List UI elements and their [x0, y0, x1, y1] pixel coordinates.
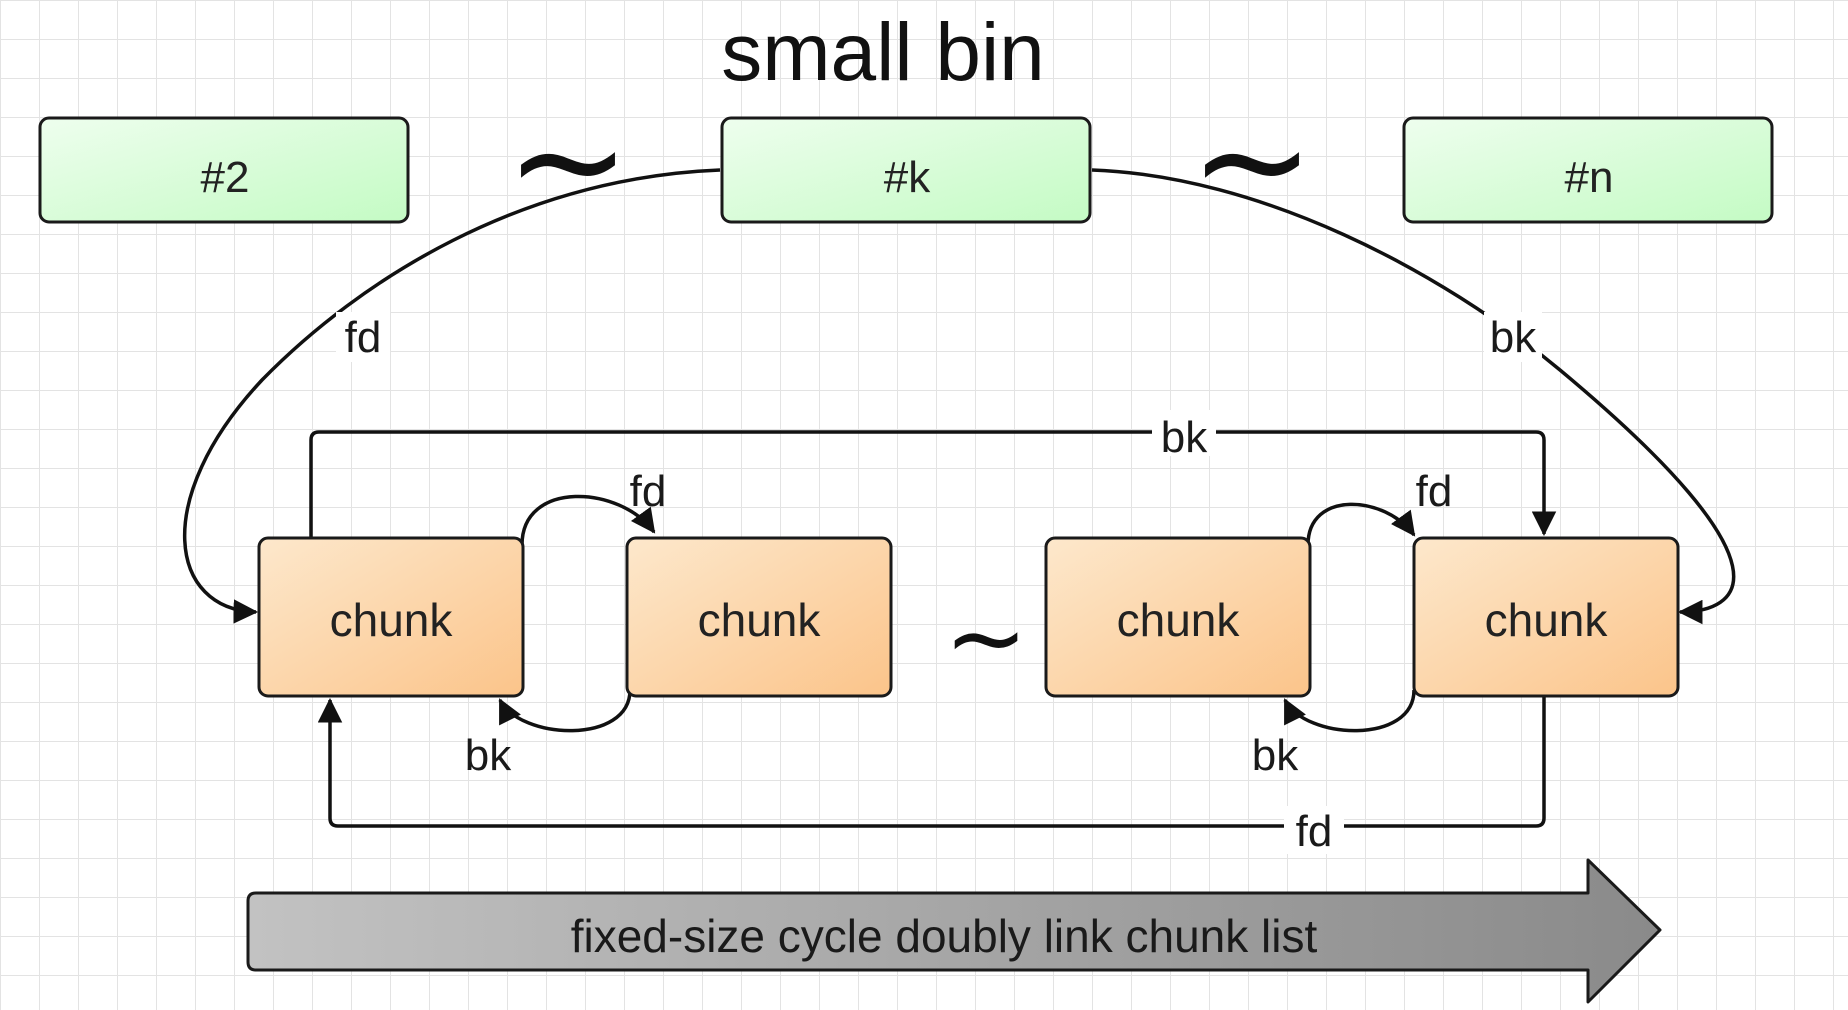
- ellipsis-tilde: ~: [505, 74, 631, 248]
- bin-fd-arrow: [183, 168, 721, 624]
- bin-box-k: #k: [720, 116, 1092, 224]
- chunk-box-1: chunk: [257, 536, 525, 698]
- ellipsis-tilde: ~: [944, 579, 1028, 696]
- chunk-label: chunk: [1485, 594, 1609, 646]
- c4-c3-bk-label: bk: [1252, 731, 1299, 780]
- c2-c1-bk-arrow: [498, 689, 632, 733]
- list-direction-banner: fixed-size cycle doubly link chunk list: [246, 858, 1662, 1004]
- c3-c4-fd-arrow: [1306, 502, 1416, 546]
- chunk-label: chunk: [1117, 594, 1241, 646]
- diagram-title: small bin: [721, 7, 1045, 98]
- bin-bk-arrow: [1091, 168, 1736, 625]
- bin-box-2: #2: [38, 116, 410, 224]
- bin-label: #2: [201, 153, 250, 202]
- c2-c1-bk-label: bk: [465, 731, 512, 780]
- chunk-box-3: chunk: [1044, 536, 1312, 698]
- ellipsis-tilde: ~: [1189, 74, 1315, 248]
- bin-label: #k: [884, 153, 931, 202]
- banner-label: fixed-size cycle doubly link chunk list: [571, 910, 1318, 962]
- c1-c2-fd-label: fd: [630, 467, 667, 516]
- c3-c4-fd-label: fd: [1416, 467, 1453, 516]
- chunk-box-2: chunk: [625, 536, 893, 698]
- bin-bk-label: bk: [1490, 313, 1537, 362]
- top-bk-arrow: [309, 430, 1557, 537]
- bottom-fd-label: fd: [1296, 807, 1333, 856]
- top-bk-label: bk: [1161, 413, 1208, 462]
- bin-label: #n: [1565, 153, 1614, 202]
- c1-c2-fd-arrow: [520, 494, 656, 546]
- bottom-fd-arrow: [317, 696, 1546, 828]
- chunk-label: chunk: [698, 594, 822, 646]
- chunk-label: chunk: [330, 594, 454, 646]
- c4-c3-bk-arrow: [1283, 689, 1416, 733]
- bin-box-n: #n: [1402, 116, 1774, 224]
- chunk-box-4: chunk: [1412, 536, 1680, 698]
- bin-fd-label: fd: [345, 313, 382, 362]
